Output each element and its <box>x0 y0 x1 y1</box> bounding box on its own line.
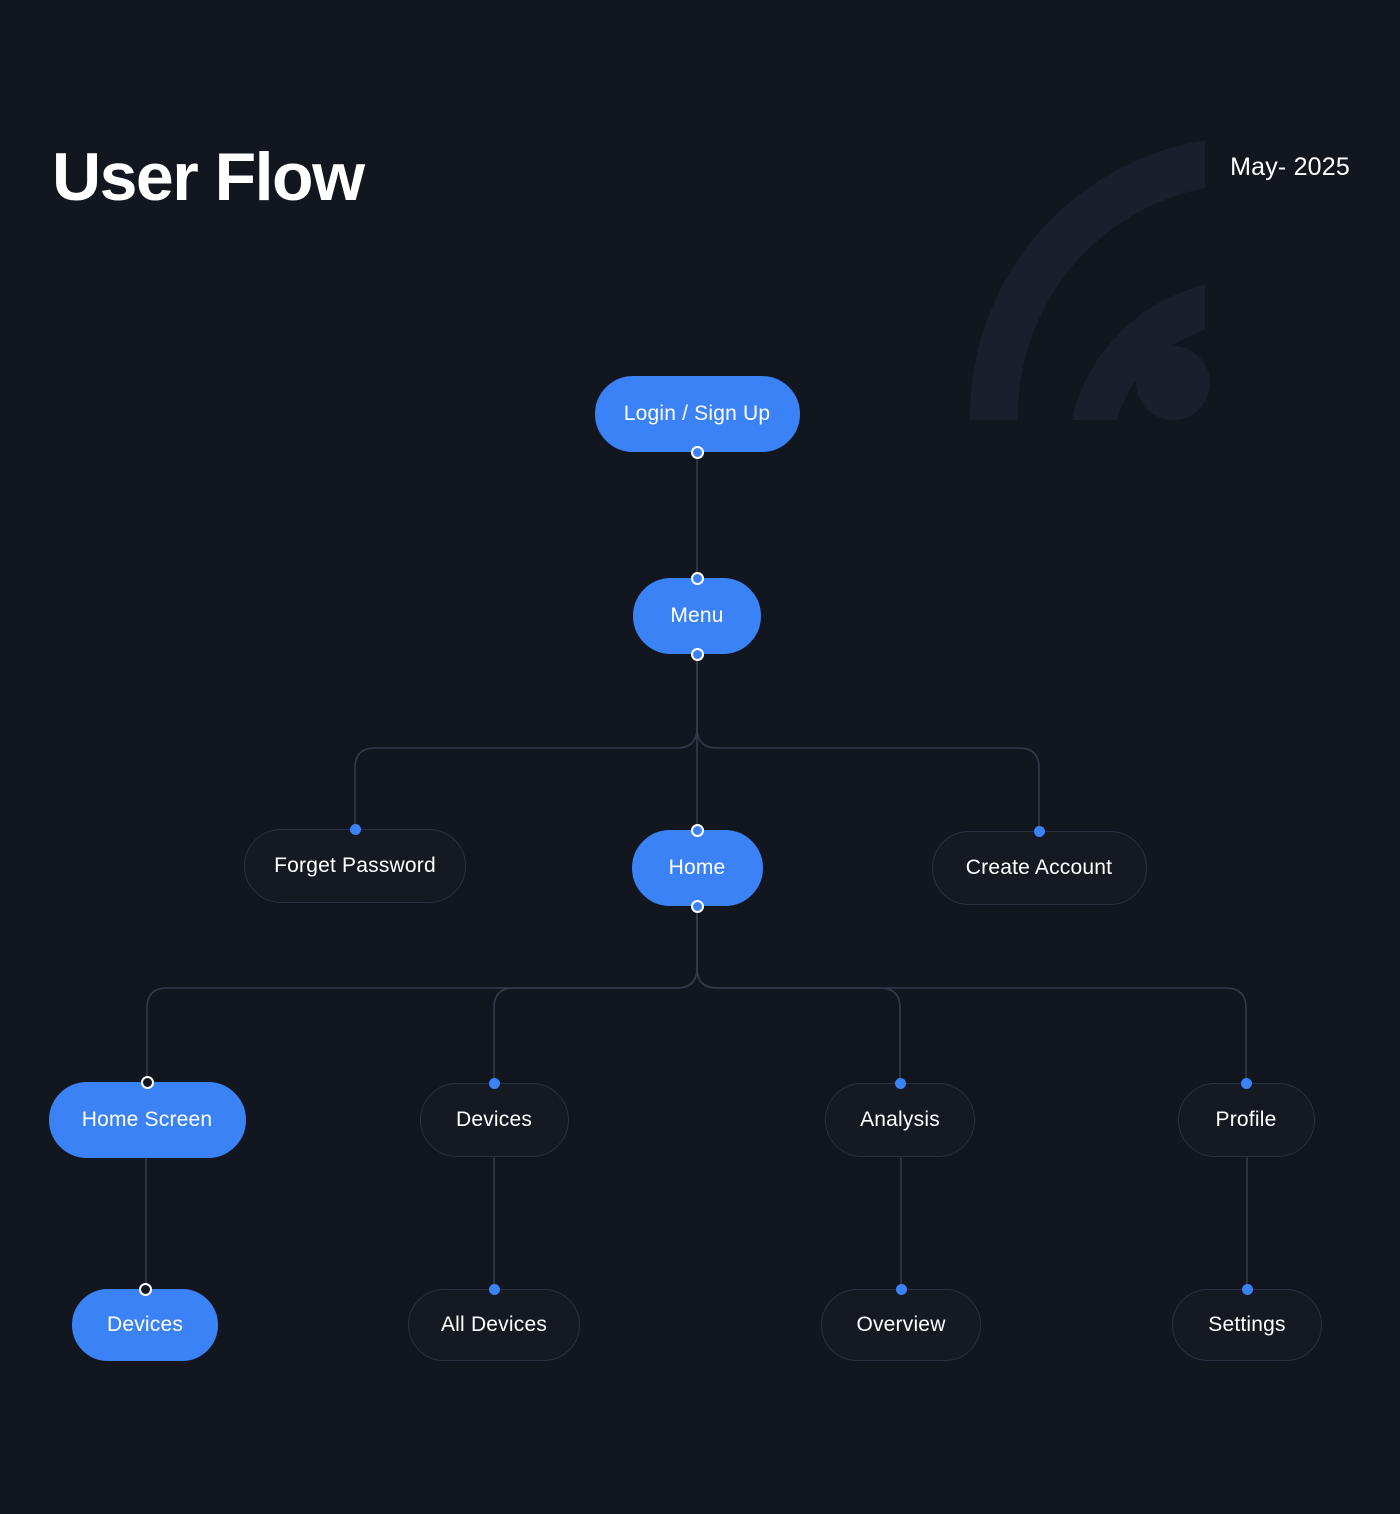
flow-node-overview[interactable]: Overview <box>821 1289 981 1361</box>
connector-dot-all-devices-top <box>488 1283 500 1295</box>
flow-node-menu[interactable]: Menu <box>633 578 761 654</box>
flow-node-forget-password[interactable]: Forget Password <box>244 829 466 903</box>
connector-dot-forget-password-top <box>349 823 361 835</box>
connector-dot-home-screen-top <box>140 1075 154 1089</box>
edge-home-analysis <box>696 905 901 1081</box>
edge-home-home-screen <box>146 905 698 1081</box>
flow-node-profile[interactable]: Profile <box>1177 1083 1315 1157</box>
flow-node-label: Menu <box>670 604 724 627</box>
connector-dot-devices-l3-top <box>488 1077 500 1089</box>
flow-node-label: Home Screen <box>81 1108 213 1131</box>
flow-node-label: Analysis <box>860 1108 940 1131</box>
edge-home-profile <box>696 905 1247 1081</box>
flow-node-label: Profile <box>1215 1108 1277 1131</box>
edge-menu-bus-right <box>696 654 1040 829</box>
flow-node-label: Overview <box>856 1313 946 1336</box>
flow-node-all-devices[interactable]: All Devices <box>408 1289 580 1361</box>
connector-dot-overview-top <box>895 1283 907 1295</box>
connector-dot-home-bottom <box>690 899 704 913</box>
flow-node-home-screen[interactable]: Home Screen <box>48 1082 246 1158</box>
flow-node-label: Forget Password <box>274 854 436 877</box>
flow-node-label: Devices <box>455 1108 533 1131</box>
flow-node-create-account[interactable]: Create Account <box>931 831 1147 905</box>
flow-node-label: Create Account <box>965 856 1113 879</box>
date-label: May- 2025 <box>1230 153 1350 181</box>
flow-node-analysis[interactable]: Analysis <box>825 1083 975 1157</box>
flow-node-devices-l3[interactable]: Devices <box>419 1083 569 1157</box>
flow-node-devices-l4[interactable]: Devices <box>72 1289 218 1361</box>
flow-node-home[interactable]: Home <box>631 830 763 906</box>
connector-dot-create-account-top <box>1033 825 1045 837</box>
connector-dot-login-bottom <box>690 445 704 459</box>
flow-node-login[interactable]: Login / Sign Up <box>594 376 800 452</box>
connector-dot-profile-top <box>1240 1077 1252 1089</box>
page-title: User Flow <box>52 139 365 215</box>
connector-dot-menu-top <box>690 571 704 585</box>
connector-dot-home-top <box>690 823 704 837</box>
edge-home-devices <box>493 905 698 1081</box>
flow-node-label: Devices <box>106 1313 184 1336</box>
flow-node-label: All Devices <box>440 1313 548 1336</box>
connector-dot-analysis-top <box>894 1077 906 1089</box>
flow-node-label: Login / Sign Up <box>623 402 771 425</box>
connector-dot-menu-bottom <box>690 647 704 661</box>
flow-node-label: Home <box>668 856 726 879</box>
flow-node-settings[interactable]: Settings <box>1172 1289 1322 1361</box>
connector-dot-settings-top <box>1241 1283 1253 1295</box>
connector-dot-devices-l4-top <box>138 1282 152 1296</box>
flow-node-label: Settings <box>1208 1313 1286 1336</box>
edge-menu-bus-left <box>354 654 698 829</box>
